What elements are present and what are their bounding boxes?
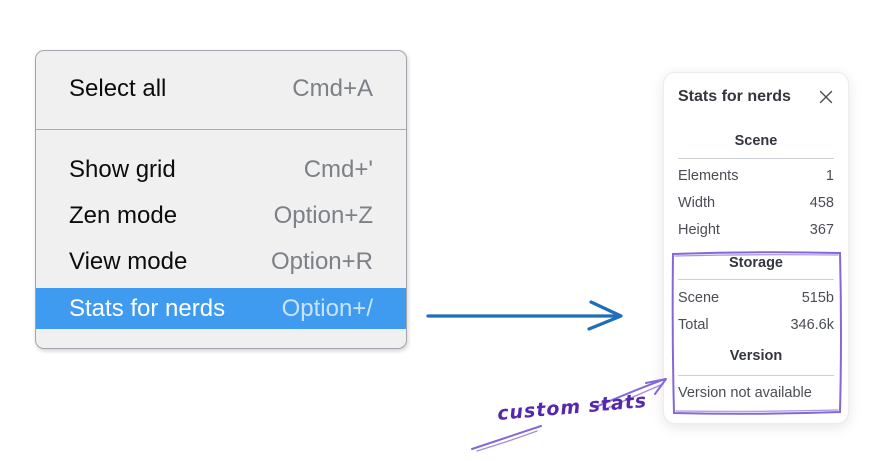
menu-item-shortcut: Option+Z — [273, 202, 373, 229]
stat-label: Total — [678, 317, 709, 333]
section-divider — [678, 375, 834, 376]
menu-item-label: Stats for nerds — [69, 294, 226, 322]
section-header-version: Version — [729, 348, 783, 364]
section-header-scene: Scene — [734, 133, 778, 149]
menu-item-label: Zen mode — [69, 202, 178, 229]
blue-arrow — [426, 300, 623, 331]
menu-item-shortcut: Option+R — [270, 248, 373, 275]
menu-item-zen-mode[interactable]: Zen mode Option+Z — [36, 193, 406, 239]
menu-item-view-mode[interactable]: View mode Option+R — [36, 239, 406, 285]
close-icon[interactable] — [818, 89, 834, 105]
stat-value: 1 — [825, 168, 834, 184]
stat-value: 458 — [809, 195, 834, 211]
annotation-underline — [471, 425, 542, 452]
stat-label: Height — [678, 222, 720, 238]
annotation-label: custom stats — [496, 389, 648, 425]
stats-panel-title: Stats for nerds — [678, 88, 791, 105]
menu-item-show-grid[interactable]: Show grid Cmd+' — [36, 147, 406, 193]
stat-value: 367 — [809, 222, 834, 238]
menu-divider — [36, 129, 406, 130]
section-header-storage: Storage — [729, 255, 783, 271]
version-note: Version not available — [678, 385, 812, 401]
menu-item-label: Select all — [69, 75, 167, 102]
menu-item-label: View mode — [69, 248, 188, 275]
menu-item-shortcut: Cmd+A — [292, 75, 373, 102]
stat-value: 515b — [801, 290, 834, 306]
stat-row-height: Height 367 — [678, 221, 834, 239]
stat-row-storage-scene: Scene 515b — [678, 289, 834, 307]
stat-value: 346.6k — [790, 317, 834, 333]
menu-item-shortcut: Option+/ — [281, 294, 373, 322]
stat-row-elements: Elements 1 — [678, 167, 834, 185]
menu-item-label: Show grid — [69, 156, 176, 183]
stats-panel: Stats for nerds Scene Elements 1 Width 4… — [663, 72, 849, 424]
stat-row-storage-total: Total 346.6k — [678, 316, 834, 334]
menu-item-stats-for-nerds[interactable]: Stats for nerds Option+/ — [36, 288, 406, 329]
stat-row-width: Width 458 — [678, 194, 834, 212]
menu-item-shortcut: Cmd+' — [303, 156, 373, 183]
menu-item-select-all[interactable]: Select all Cmd+A — [36, 66, 406, 112]
context-menu: Select all Cmd+A Show grid Cmd+' Zen mod… — [35, 50, 407, 349]
stat-label: Elements — [678, 168, 739, 184]
stat-label: Scene — [678, 290, 720, 306]
section-divider — [678, 158, 834, 159]
section-divider — [678, 279, 834, 280]
stat-label: Width — [678, 195, 716, 211]
